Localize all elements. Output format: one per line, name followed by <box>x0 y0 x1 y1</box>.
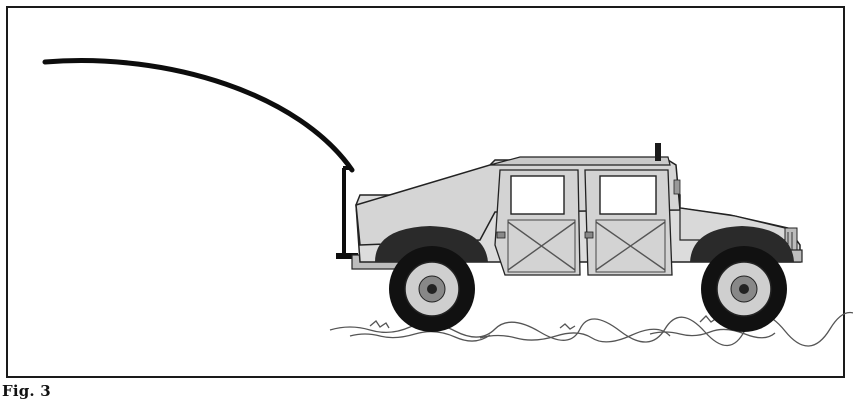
humvee-vehicle <box>352 143 802 332</box>
rear-wheel <box>389 246 475 332</box>
whip-antenna <box>45 61 358 259</box>
figure-caption: Fig. 3 <box>2 382 51 400</box>
front-wheel <box>701 246 787 332</box>
